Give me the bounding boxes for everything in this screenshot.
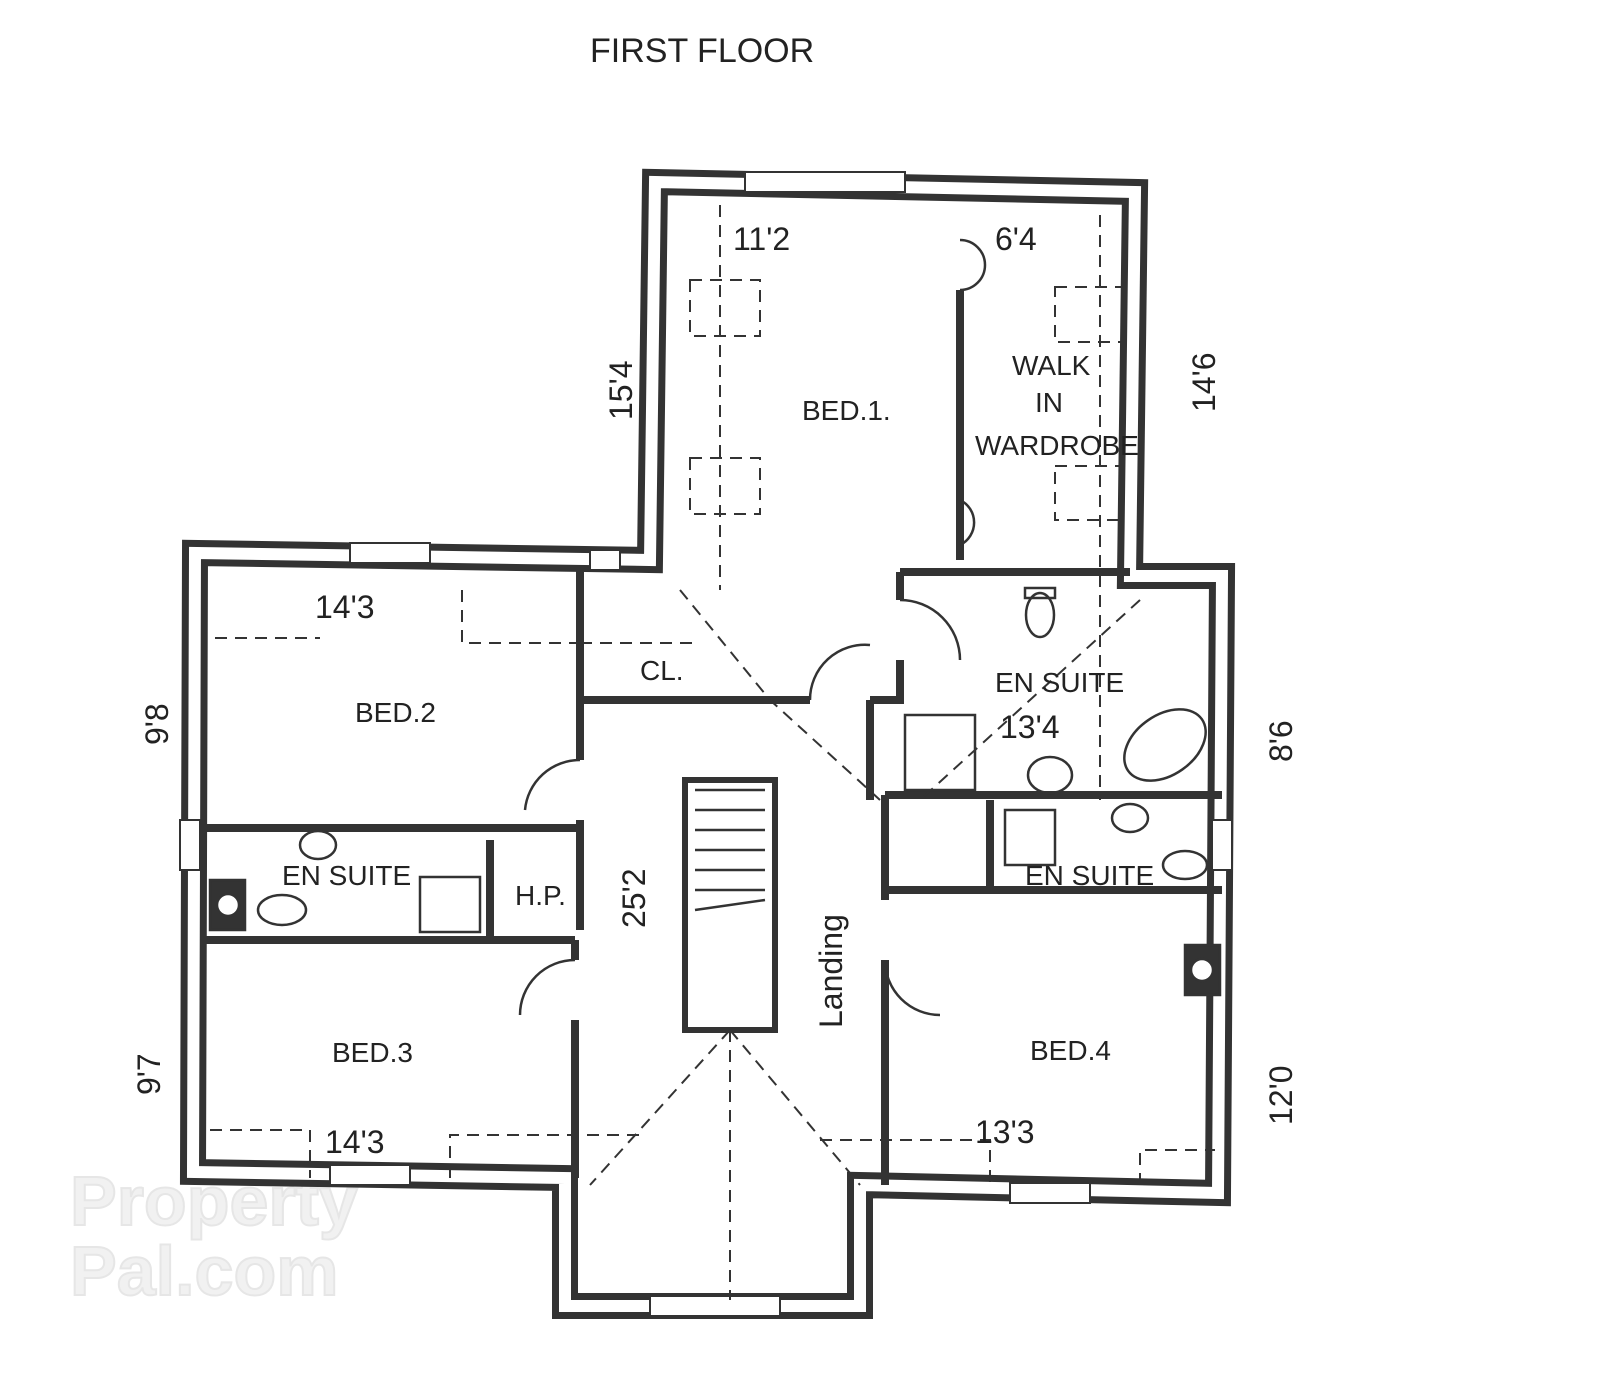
interior-walls xyxy=(205,290,1222,1185)
ensuite1-height: 8'6 xyxy=(1263,720,1299,762)
landing-label: Landing xyxy=(813,914,849,1028)
bed1-height: 15'4 xyxy=(603,361,639,421)
ensuite3-label: EN SUITE xyxy=(1025,860,1154,891)
closet-label: CL. xyxy=(640,655,684,686)
wardrobe-width: 6'4 xyxy=(995,221,1037,257)
ensuite2-label: EN SUITE xyxy=(282,860,411,891)
bed4-width: 13'3 xyxy=(975,1114,1035,1150)
windows xyxy=(179,171,1233,1317)
bed2-label: BED.2 xyxy=(355,697,436,728)
wardrobe-label-1: WALK xyxy=(1012,350,1091,381)
ensuite1-width: 13'4 xyxy=(1000,709,1060,745)
plan-title: FIRST FLOOR xyxy=(590,32,814,70)
wardrobe-label-3: WARDROBE xyxy=(975,430,1139,461)
ensuite1-label: EN SUITE xyxy=(995,667,1124,698)
bed2-height: 9'8 xyxy=(139,703,175,745)
bed1-width: 11'2 xyxy=(733,221,790,257)
fixtures xyxy=(208,586,1222,997)
landing-length: 25'2 xyxy=(616,869,652,929)
wardrobe-height: 14'6 xyxy=(1186,353,1222,413)
bed3-width: 14'3 xyxy=(325,1124,385,1160)
doors xyxy=(518,238,987,1017)
hp-label: H.P. xyxy=(515,880,566,911)
watermark-line2: Pal.com xyxy=(70,1232,338,1310)
bed1-label: BED.1. xyxy=(802,395,891,426)
ceiling-lines xyxy=(210,205,1215,1300)
bed3-label: BED.3 xyxy=(332,1037,413,1068)
wardrobe-label-2: IN xyxy=(1035,387,1063,418)
bed4-height: 12'0 xyxy=(1263,1066,1299,1126)
bed3-height: 9'7 xyxy=(131,1053,167,1095)
bed2-width: 14'3 xyxy=(315,589,375,625)
bed4-label: BED.4 xyxy=(1030,1035,1111,1066)
